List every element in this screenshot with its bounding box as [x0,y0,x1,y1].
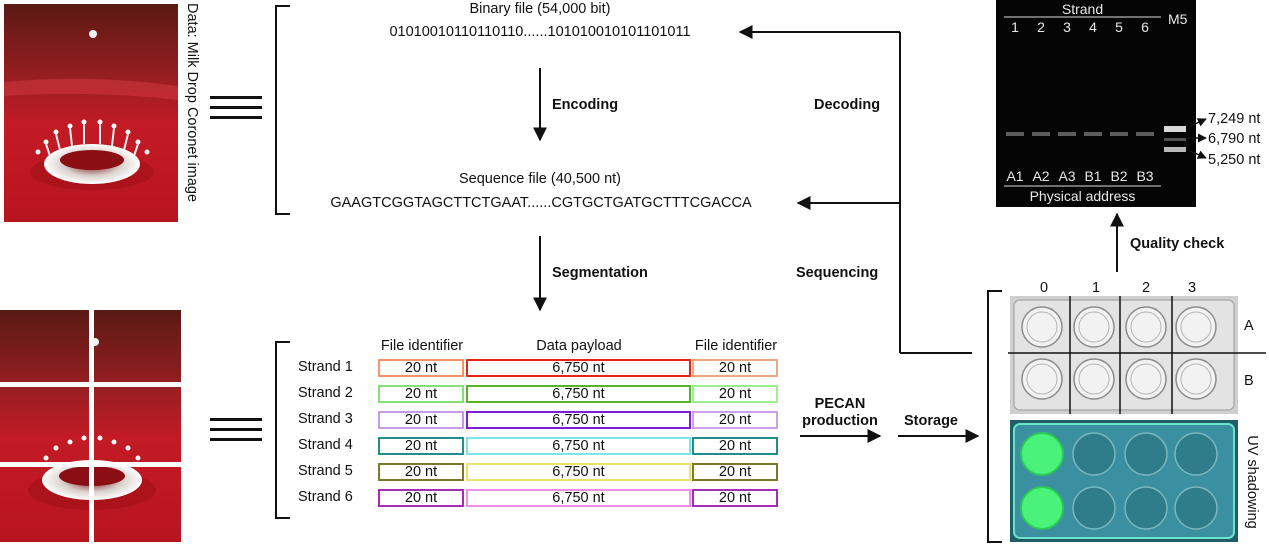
binary-bits: 01010010110110110......10101001010110101… [389,24,691,40]
pecan-production-label: PECAN production [802,396,878,429]
file-identifier-left-cell: 20 nt [378,411,464,429]
gel-address-label: A3 [1058,168,1076,184]
file-identifier-right-cell: 20 nt [692,411,778,429]
data-payload-cell: 6,750 nt [466,359,691,377]
data-payload-cell: 6,750 nt [466,437,691,455]
binary-file-title: Binary file (54,000 bit) [469,1,611,17]
gel-size-5250: 5,250 nt [1208,152,1261,168]
plate-row-a: A [1244,318,1254,334]
gel-lane-label: 3 [1063,19,1071,35]
data-payload-cell: 6,750 nt [466,411,691,429]
gel-address-title: Physical address [1029,188,1136,204]
file-identifier-left-cell: 20 nt [378,437,464,455]
file-identifier-left-cell: 20 nt [378,463,464,481]
sequence-file-title: Sequence file (40,500 nt) [458,171,622,187]
equivalence-icon-bottom [210,418,262,444]
gel-size-6790: 6,790 nt [1208,131,1261,147]
quality-check-label: Quality check [1130,236,1225,252]
file-identifier-right-cell: 20 nt [692,385,778,403]
gel-strand-title: Strand [1061,1,1104,17]
plate-col-3: 3 [1188,280,1197,296]
decoding-label: Decoding [814,97,881,113]
file-identifier-left-cell: 20 nt [378,489,464,507]
plate-photo [1010,296,1238,414]
encoding-label: Encoding [552,97,619,113]
header-data-payload: Data payload [536,338,622,354]
data-payload-cell: 6,750 nt [466,463,691,481]
file-identifier-right-cell: 20 nt [692,463,778,481]
file-identifier-left-cell: 20 nt [378,385,464,403]
plate-column-labels: 0 1 2 3 [1010,280,1240,298]
plate-row-b: B [1244,373,1254,389]
gel-lane-label: 6 [1141,19,1149,35]
gel-size-7249: 7,249 nt [1208,111,1261,127]
gel-address-label: A2 [1032,168,1050,184]
gel-marker-label: M5 [1168,11,1188,27]
equivalence-icon-top [210,96,262,122]
file-identifier-right-cell: 20 nt [692,437,778,455]
header-file-identifier-right: File identifier [694,338,778,354]
segmentation-label: Segmentation [552,265,648,281]
strand-label: Strand 5 [298,463,353,479]
gel-lane-label: 1 [1011,19,1019,35]
strand-label: Strand 2 [298,385,353,401]
gel-lane-label: 5 [1115,19,1123,35]
gel-address-label: B1 [1084,168,1102,184]
strand-label: Strand 4 [298,437,353,453]
segmented-image [0,310,181,542]
sequencing-label: Sequencing [796,265,879,281]
gel-address-label: B3 [1136,168,1154,184]
plate-col-1: 1 [1092,280,1101,296]
strand-label: Strand 6 [298,489,353,505]
strand-label: Strand 1 [298,359,353,375]
plate-col-2: 2 [1142,280,1151,296]
milk-drop-image [4,4,178,222]
gel-address-label: A1 [1006,168,1024,184]
gel-lane-label: 2 [1037,19,1045,35]
plate-col-0: 0 [1040,280,1049,296]
storage-label: Storage [904,413,958,429]
strand-label: Strand 3 [298,411,353,427]
header-file-identifier-left: File identifier [380,338,464,354]
data-payload-cell: 6,750 nt [466,489,691,507]
gel-address-label: B2 [1110,168,1128,184]
gel-image: Strand 1 2 3 4 5 6 M5 A1 A2 A3 B1 B2 B3 Physical a… [996,0,1196,207]
gel-lane-label: 4 [1089,19,1097,35]
file-identifier-right-cell: 20 nt [692,359,778,377]
data-payload-cell: 6,750 nt [466,385,691,403]
uv-shadowing-photo [1010,420,1238,542]
sequence-string: GAAGTCGGTAGCTTCTGAAT......CGTGCTGATGCTTT… [330,195,752,211]
file-identifier-left-cell: 20 nt [378,359,464,377]
file-identifier-right-cell: 20 nt [692,489,778,507]
